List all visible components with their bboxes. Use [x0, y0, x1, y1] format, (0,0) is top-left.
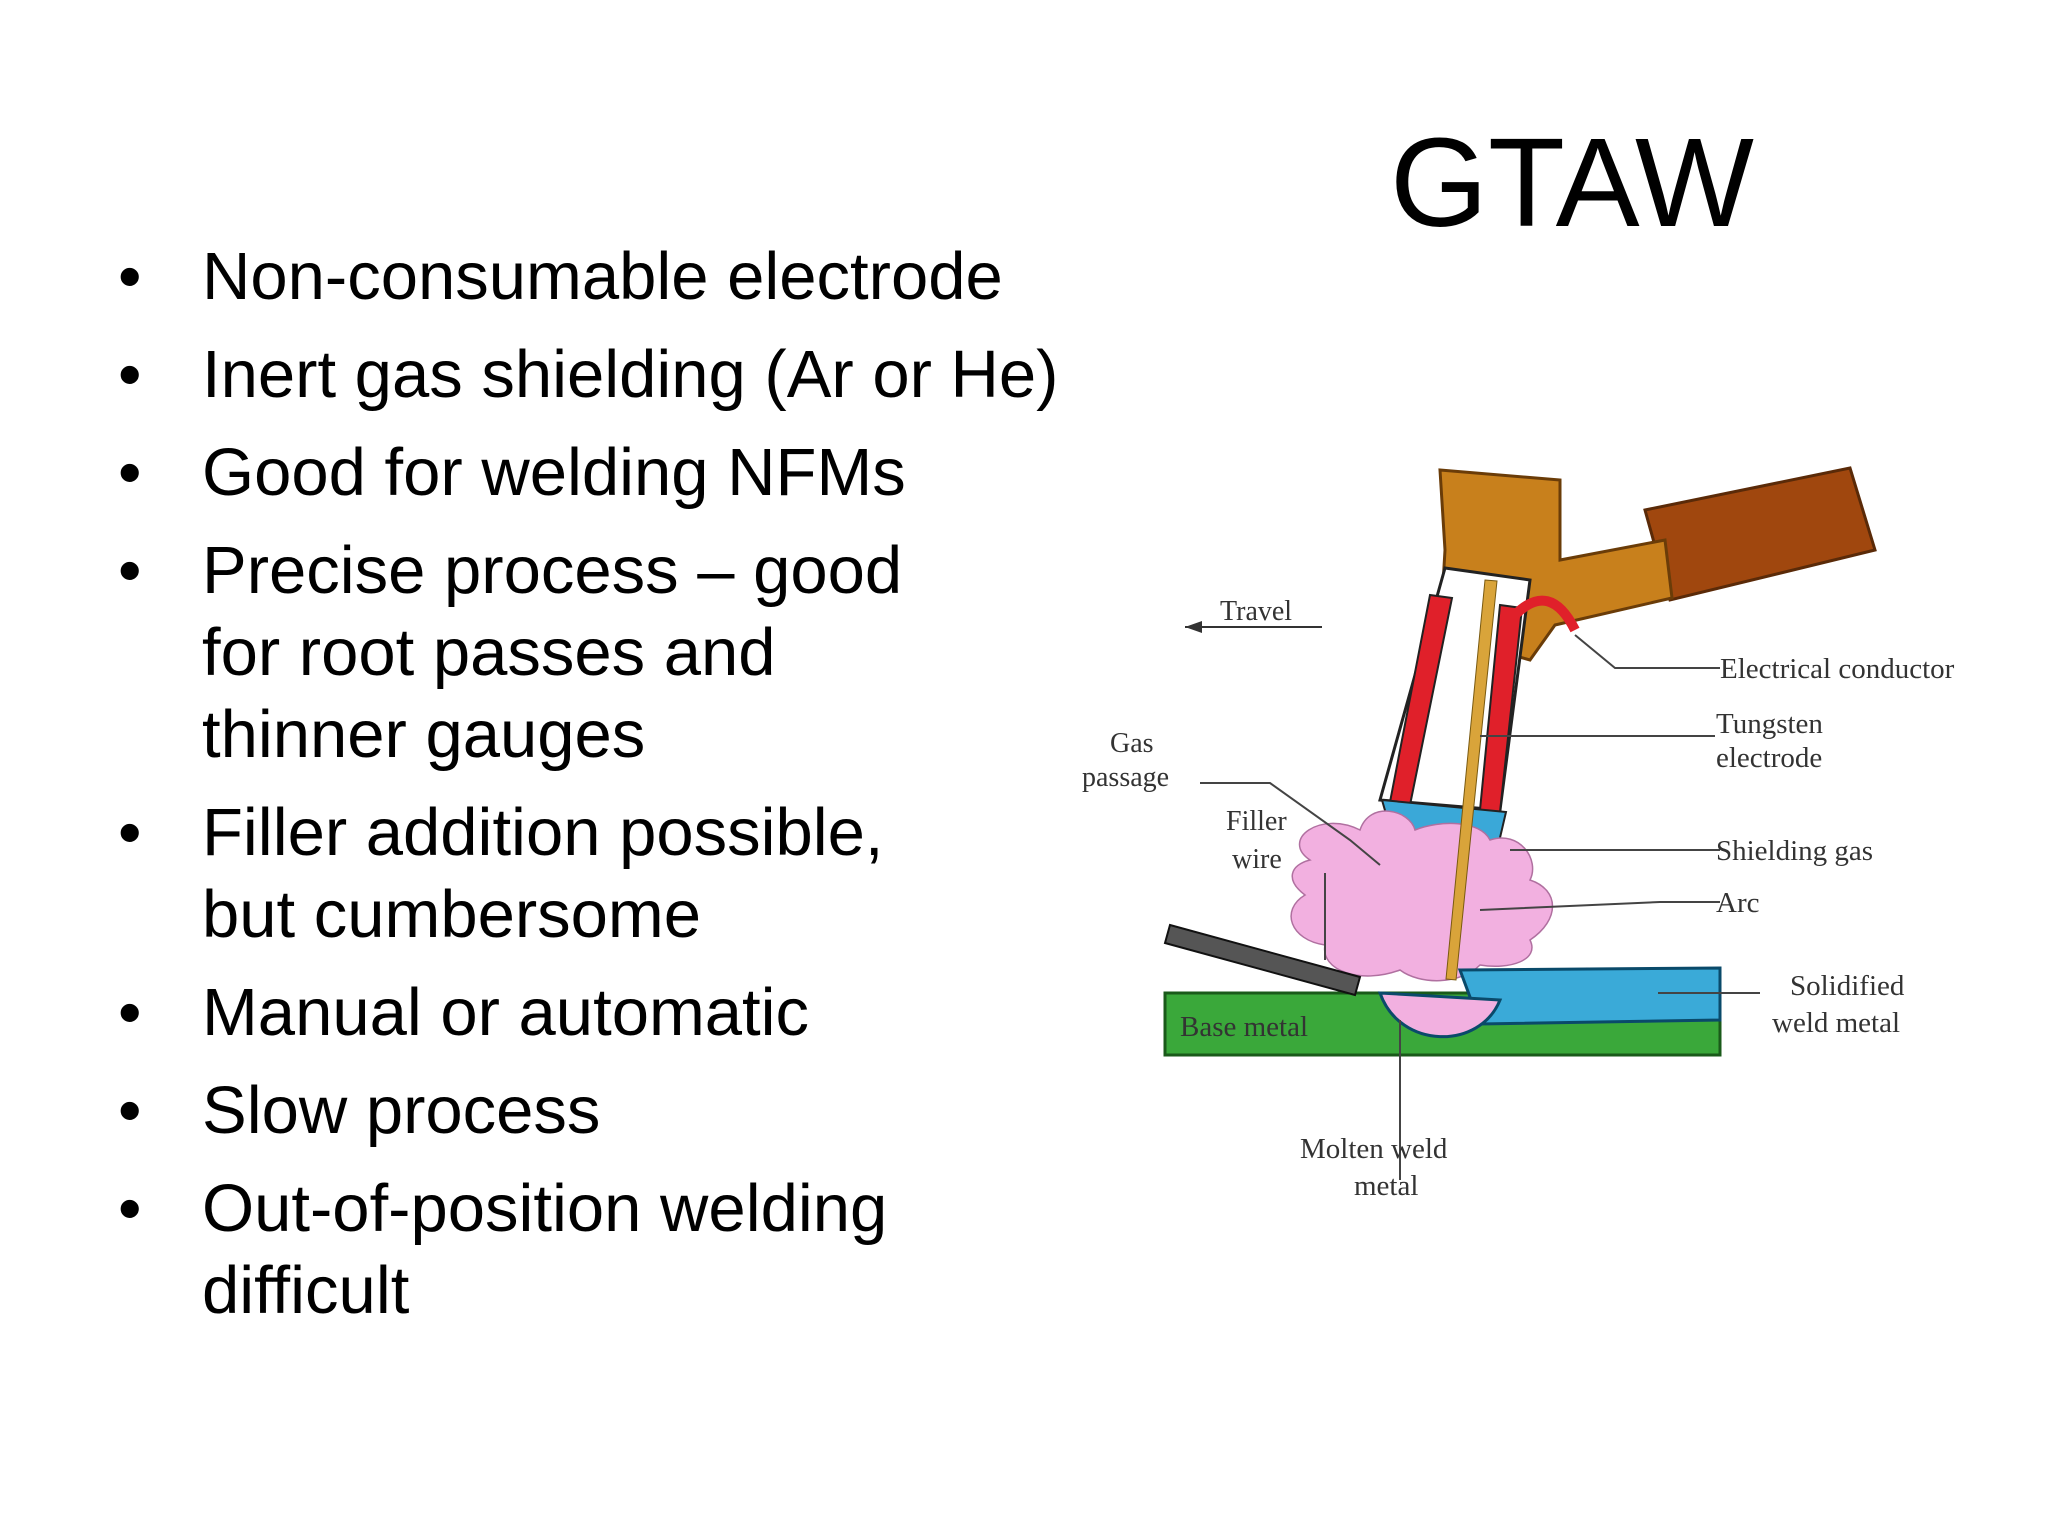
bullet-dot: • — [118, 1171, 142, 1246]
bullet-list: • Non-consumable electrode • Inert gas shi… — [118, 236, 1118, 1348]
power-cable — [1643, 466, 1877, 602]
bullet-item: • Slow process — [118, 1070, 1118, 1152]
label-filler-wire-line2: wire — [1232, 844, 1282, 875]
tungsten-electrode — [1445, 579, 1498, 981]
bullet-text: Non-consumable electrode — [202, 239, 1003, 314]
shielding-gas-cloud — [1290, 810, 1554, 982]
bullet-text: Slow process — [202, 1073, 601, 1148]
label-electrical-conductor: Electrical conductor — [1720, 653, 1955, 685]
bullet-text: Out-of-position welding difficult — [202, 1171, 888, 1328]
bullet-text: Precise process – good for root passes a… — [202, 533, 903, 772]
label-molten-weld-metal-line2: metal — [1354, 1170, 1418, 1202]
bullet-item: • Good for welding NFMs — [118, 432, 1118, 514]
bullet-text: Manual or automatic — [202, 975, 810, 1050]
bullet-dot: • — [118, 1073, 142, 1148]
bullet-dot: • — [118, 533, 142, 608]
label-tungsten-electrode-line2: electrode — [1716, 742, 1822, 774]
label-solidified-weld-metal-line2: weld metal — [1772, 1007, 1900, 1039]
label-travel: Travel — [1220, 596, 1292, 627]
label-shielding-gas: Shielding gas — [1716, 835, 1873, 867]
bullet-item: • Filler addition possible, but cumbersom… — [118, 792, 1118, 956]
bullet-item: • Out-of-position welding difficult — [118, 1168, 1118, 1332]
label-arc: Arc — [1716, 887, 1759, 919]
label-gas-passage-line1: Gas — [1110, 728, 1154, 759]
bullet-dot: • — [118, 239, 142, 314]
filler-wire-rod — [1163, 923, 1362, 997]
bullet-dot: • — [118, 337, 142, 412]
bullet-text: Filler addition possible, but cumbersome — [202, 795, 884, 952]
bullet-dot: • — [118, 975, 142, 1050]
bullet-item: • Manual or automatic — [118, 972, 1118, 1054]
label-filler-wire-line1: Filler — [1226, 806, 1287, 837]
gtaw-torch-diagram: Travel Gas passage Filler wire Electrica… — [1082, 466, 1955, 1202]
bullet-dot: • — [118, 795, 142, 870]
bullet-text: Inert gas shielding (Ar or He) — [202, 337, 1059, 412]
slide-title: GTAW — [1390, 112, 1754, 253]
solidified-weld-metal — [1457, 966, 1722, 1026]
bullet-dot: • — [118, 435, 142, 510]
bullet-text: Good for welding NFMs — [202, 435, 906, 510]
bullet-item: • Non-consumable electrode — [118, 236, 1118, 318]
label-leader-lines — [1200, 634, 1760, 1180]
label-gas-passage-line2: passage — [1082, 762, 1169, 793]
label-tungsten-electrode-line1: Tungsten — [1716, 708, 1823, 740]
label-base-metal: Base metal — [1180, 1011, 1308, 1043]
bullet-item: • Inert gas shielding (Ar or He) — [118, 334, 1118, 416]
travel-arrow — [1185, 621, 1322, 633]
bullet-item: • Precise process – good for root passes … — [118, 530, 1118, 776]
label-molten-weld-metal-line1: Molten weld — [1300, 1133, 1448, 1165]
label-solidified-weld-metal-line1: Solidified — [1790, 970, 1905, 1002]
electrical-conductor-line — [1511, 595, 1580, 633]
molten-weld-pool — [1377, 991, 1503, 1039]
